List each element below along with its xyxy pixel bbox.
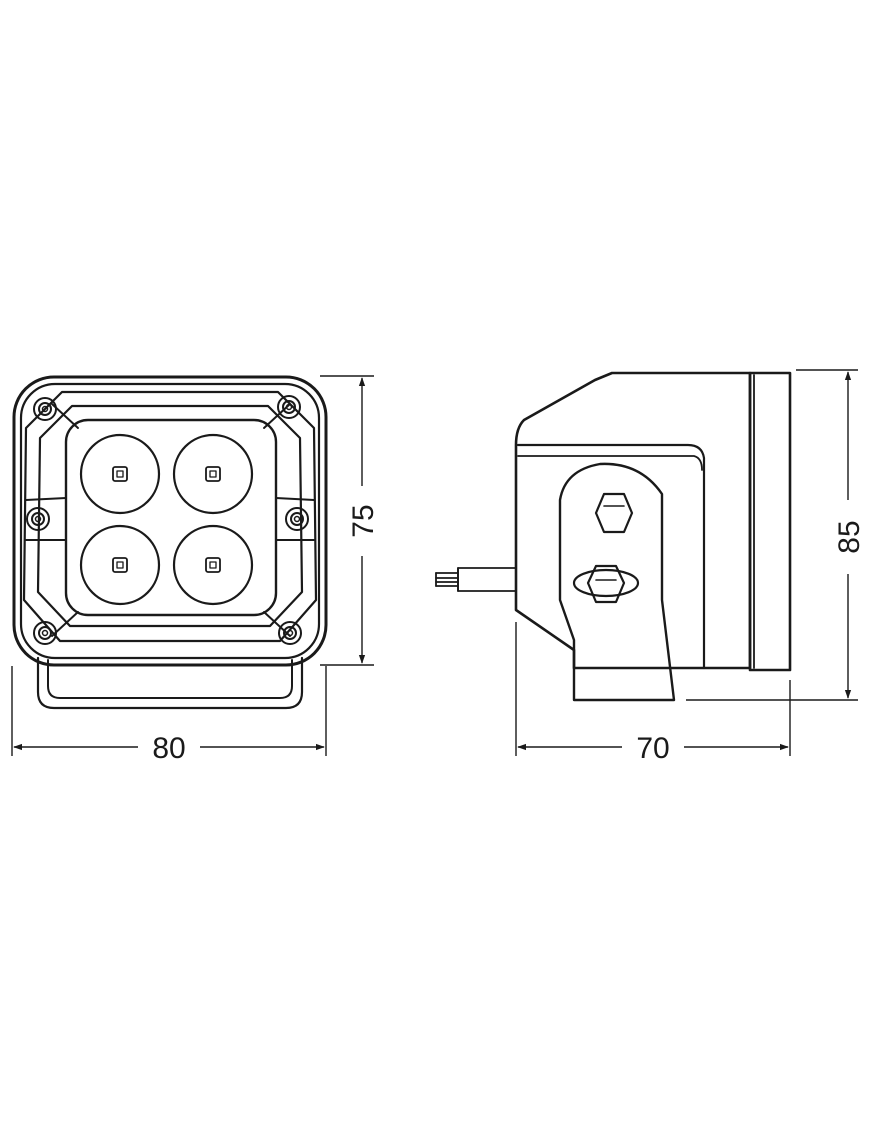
screw-top-right <box>277 395 301 419</box>
bolt-lower <box>572 564 640 604</box>
front-bezel-inner <box>36 404 304 628</box>
side-body <box>514 371 752 670</box>
front-height-label: 75 <box>347 504 380 537</box>
screw-top-left <box>33 397 57 421</box>
front-width-dimension: 80 <box>11 666 327 765</box>
bolt-upper <box>594 492 634 534</box>
front-view <box>12 375 328 710</box>
screw-bottom-right <box>278 621 302 645</box>
side-depth-dimension: 70 <box>515 622 791 765</box>
screw-bottom-left <box>33 621 57 645</box>
side-height-dimension: 85 <box>686 369 866 701</box>
side-height-label: 85 <box>833 520 866 553</box>
front-height-dimension: 75 <box>320 375 380 666</box>
front-width-label: 80 <box>152 732 185 765</box>
front-bezel-chamfers <box>25 403 315 637</box>
side-body-inner <box>516 443 706 670</box>
led-top-left <box>79 433 161 515</box>
front-lens <box>64 418 278 617</box>
side-bracket <box>558 462 676 702</box>
front-bracket-outer <box>36 656 304 710</box>
side-body-inner-2 <box>517 455 703 471</box>
led-bottom-left <box>79 524 161 606</box>
led-bottom-right <box>172 524 254 606</box>
side-depth-label: 70 <box>636 732 669 765</box>
led-top-right <box>172 433 254 515</box>
front-housing-inner <box>19 382 321 660</box>
side-view <box>435 371 792 702</box>
screw-mid-left <box>26 507 50 531</box>
cable <box>435 567 516 592</box>
side-bezel <box>748 371 792 672</box>
front-housing-outer <box>12 375 328 667</box>
screw-mid-right <box>285 507 309 531</box>
front-bracket-inner <box>47 659 293 699</box>
